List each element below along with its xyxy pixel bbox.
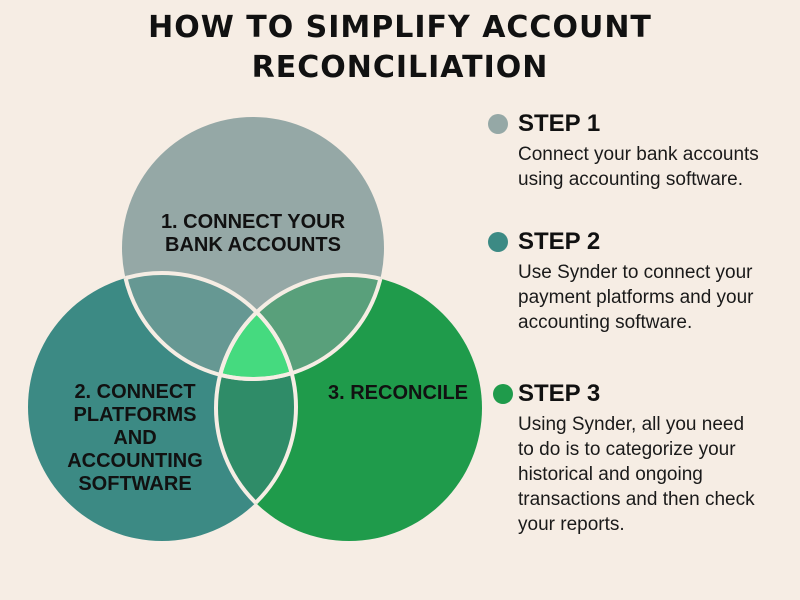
label-line: AND	[113, 427, 157, 449]
step-2-dot-icon	[488, 232, 508, 252]
label-line: ACCOUNTING	[67, 450, 203, 472]
step-2-description: Use Synder to connect your payment platf…	[518, 262, 754, 333]
label-bank-accounts: 1. CONNECT YOUR BANK ACCOUNTS	[140, 211, 366, 257]
title-line-2: RECONCILIATION	[251, 50, 549, 85]
label-reconcile: 3. RECONCILE	[318, 382, 478, 405]
step-1-description: Connect your bank accounts using account…	[518, 144, 759, 190]
step-3-dot-icon	[493, 384, 513, 404]
label-line: 2. CONNECT	[74, 381, 196, 403]
step-3-heading: STEP 3	[518, 380, 601, 407]
step-2-heading: STEP 2	[518, 228, 601, 255]
step-1-dot-icon	[488, 114, 508, 134]
label-line: PLATFORMS	[73, 404, 197, 426]
label-line: 3. RECONCILE	[327, 382, 469, 404]
step-3-description: Using Synder, all you need to do is to c…	[518, 414, 755, 535]
page-title: HOW TO SIMPLIFY ACCOUNT RECONCILIATION	[0, 8, 800, 88]
label-platforms: 2. CONNECT PLATFORMS AND ACCOUNTING SOFT…	[50, 381, 220, 496]
title-line-1: HOW TO SIMPLIFY ACCOUNT	[148, 10, 652, 45]
label-line: 1. CONNECT YOUR	[160, 211, 346, 233]
label-line: SOFTWARE	[78, 473, 192, 495]
label-line: BANK ACCOUNTS	[165, 234, 341, 256]
overlap-bank-reconcile	[216, 275, 384, 379]
overlap-bank-platforms	[122, 273, 296, 379]
step-1-heading: STEP 1	[518, 110, 601, 137]
